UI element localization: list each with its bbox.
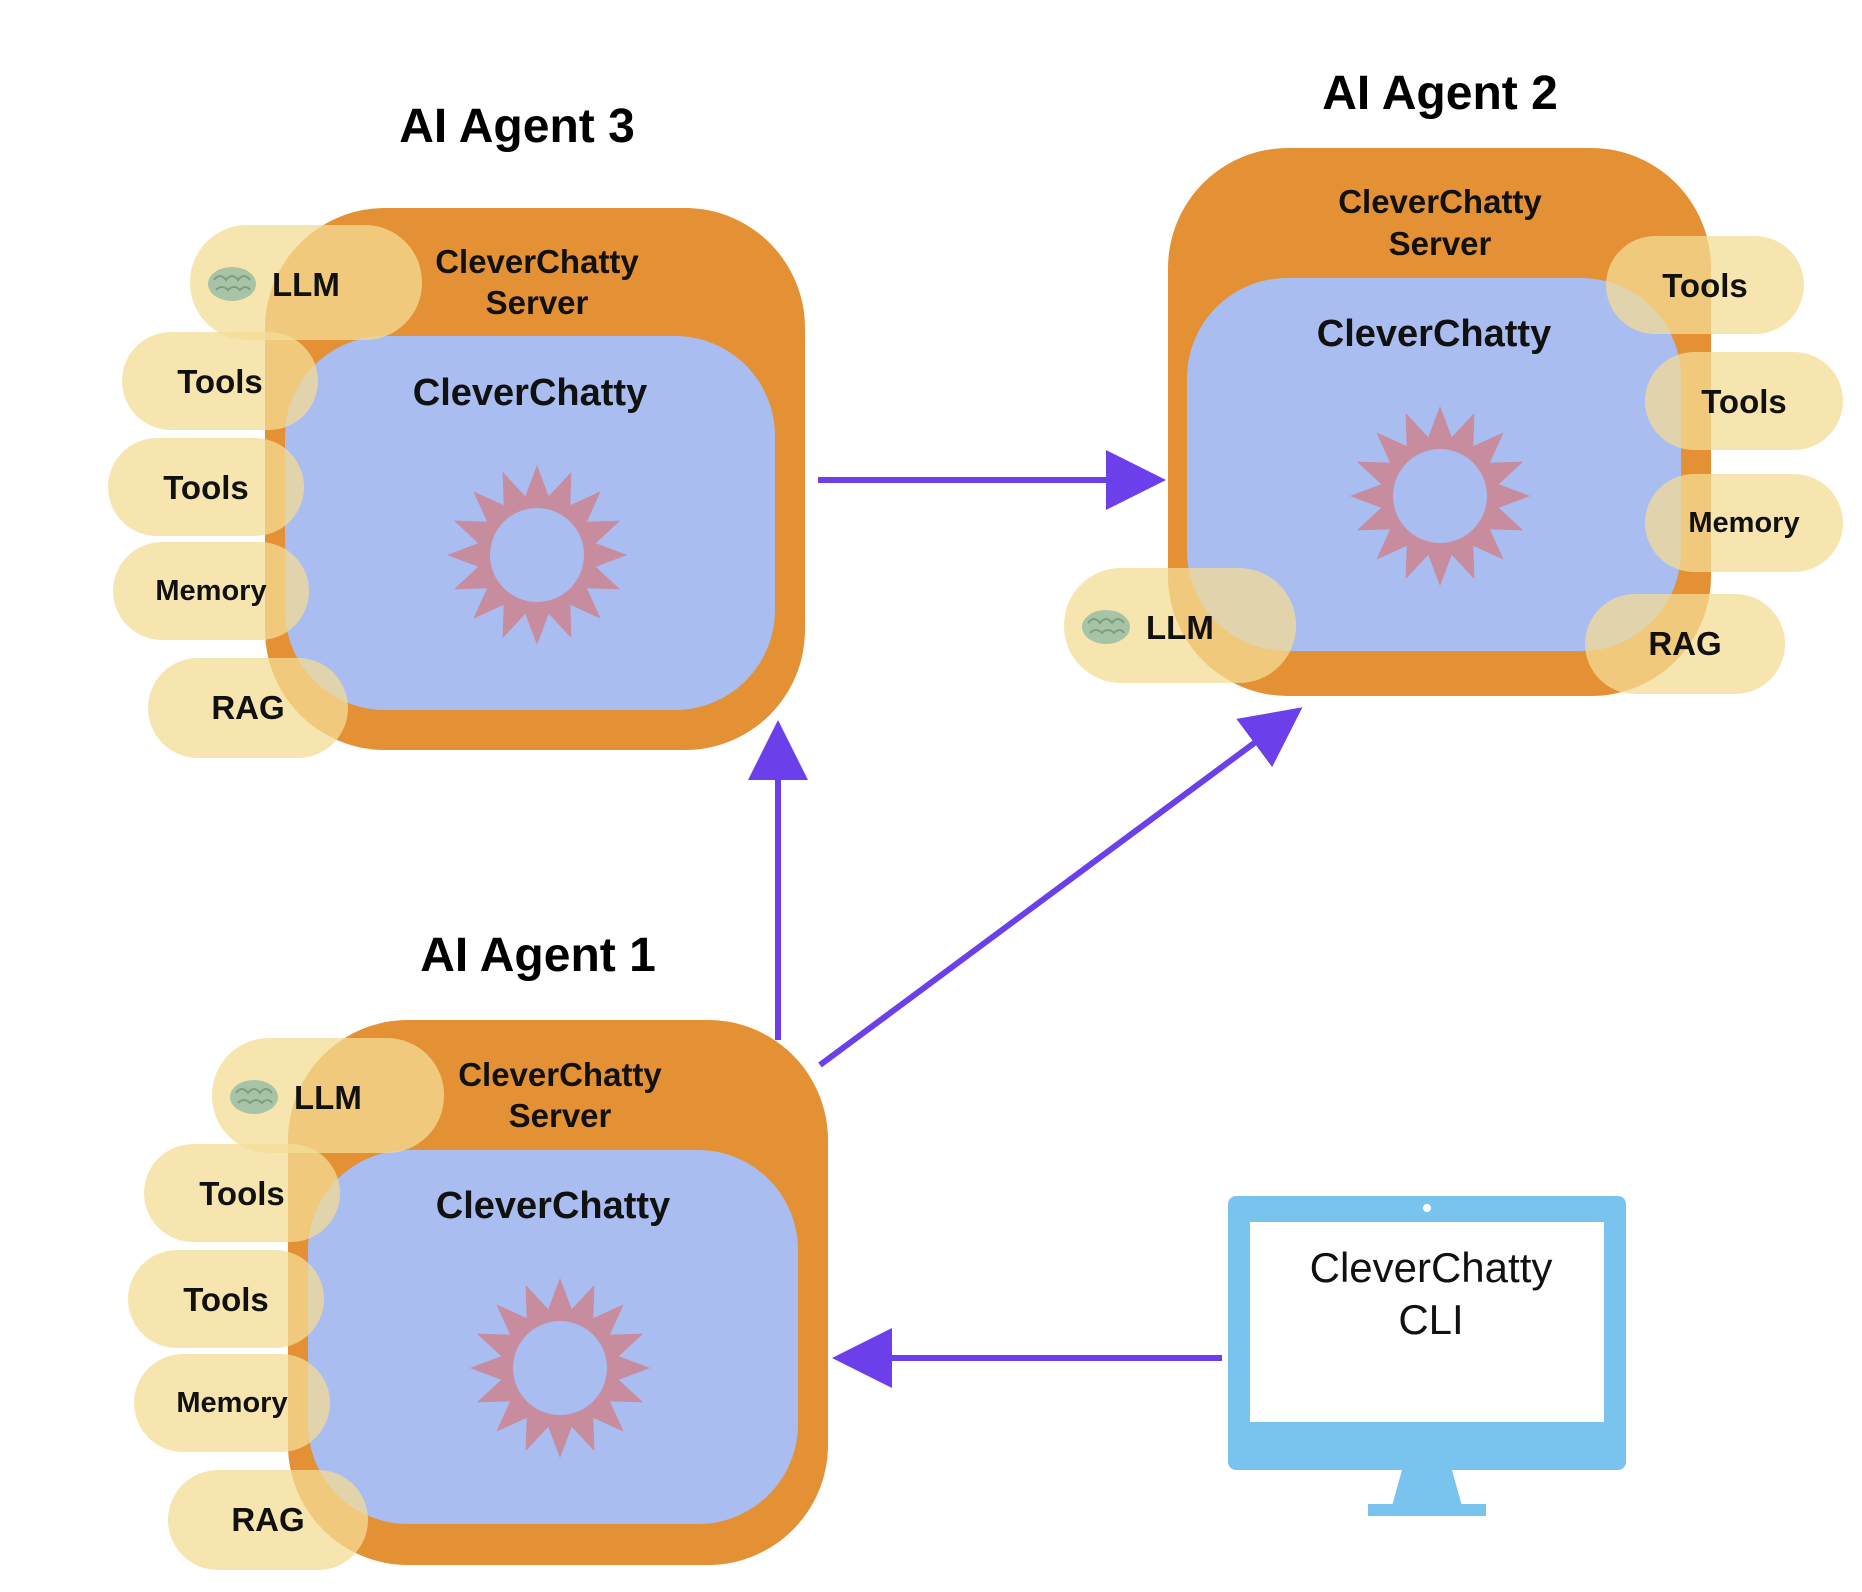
agent1-title: AI Agent 1 — [420, 929, 656, 982]
agent1-server-label-line1: CleverChatty — [458, 1056, 662, 1093]
sun-icon — [447, 465, 627, 645]
agent1-pill-memory: Memory — [134, 1354, 330, 1452]
agent3-pill-rag-label: RAG — [211, 689, 284, 726]
sun-icon — [470, 1278, 650, 1458]
connectors — [748, 450, 1303, 1388]
cli-label-line1: CleverChatty — [1310, 1244, 1553, 1291]
agent2-pill-tools-a-label: Tools — [1662, 267, 1748, 304]
brain-icon — [1081, 609, 1131, 645]
agent3-pill-rag: RAG — [148, 658, 348, 758]
agent1-server-label-line2: Server — [509, 1097, 612, 1134]
agent1-pill-memory-label: Memory — [176, 1387, 287, 1419]
agent3-pill-memory: Memory — [113, 542, 309, 640]
agent3-pill-llm: LLM — [190, 225, 422, 340]
agent2-pill-memory-label: Memory — [1688, 507, 1799, 539]
agent2-pill-tools-b-label: Tools — [1701, 383, 1787, 420]
agent3-core-label: CleverChatty — [413, 372, 647, 414]
agent2-pill-rag: RAG — [1585, 594, 1785, 694]
agent3-pill-tools-b-label: Tools — [163, 469, 249, 506]
agent1-pill-llm-label: LLM — [294, 1079, 362, 1116]
monitor-icon — [1228, 1196, 1626, 1516]
agent2-pill-tools-a: Tools — [1606, 236, 1804, 334]
agent1-pill-rag: RAG — [168, 1470, 368, 1570]
agent3-pill-llm-label: LLM — [272, 266, 340, 303]
agent1-pill-tools-b-label: Tools — [183, 1281, 269, 1318]
agent1-pill-tools-b: Tools — [128, 1250, 324, 1348]
arrow-agent1-to-agent2 — [818, 707, 1303, 1068]
agent2-server-label-line2: Server — [1389, 225, 1492, 262]
agent1: AI Agent 1 CleverChatty Server CleverCha… — [128, 929, 828, 1570]
agent3-pill-tools-a: Tools — [122, 332, 318, 430]
agent2-pill-llm: LLM — [1064, 568, 1296, 683]
agent3-server-label-line1: CleverChatty — [435, 243, 639, 280]
agent3-server-label-line2: Server — [486, 284, 589, 321]
sun-icon — [1350, 406, 1530, 586]
brain-icon — [229, 1079, 279, 1115]
agent2-server-label-line1: CleverChatty — [1338, 183, 1542, 220]
cli-label-line2: CLI — [1398, 1296, 1463, 1343]
agent2-title: AI Agent 2 — [1322, 67, 1558, 120]
agent1-core-label: CleverChatty — [436, 1185, 670, 1227]
agent2-pill-memory: Memory — [1645, 474, 1843, 572]
agent2-pill-rag-label: RAG — [1648, 625, 1721, 662]
cli-monitor: CleverChatty CLI — [1228, 1196, 1626, 1516]
brain-icon — [207, 266, 257, 302]
agent1-pill-rag-label: RAG — [231, 1501, 304, 1538]
agent2-core-label: CleverChatty — [1317, 313, 1551, 355]
agent3-title: AI Agent 3 — [399, 100, 635, 153]
agent3-pill-memory-label: Memory — [155, 575, 266, 607]
agent1-pill-tools-a-label: Tools — [199, 1175, 285, 1212]
agent3: AI Agent 3 CleverChatty Server CleverCha… — [108, 100, 805, 758]
agent2-pill-llm-label: LLM — [1146, 609, 1214, 646]
agent3-pill-tools-b: Tools — [108, 438, 304, 536]
agent2: AI Agent 2 CleverChatty Server CleverCha… — [1064, 67, 1843, 696]
agent1-pill-llm: LLM — [212, 1038, 444, 1153]
agent2-pill-tools-b: Tools — [1645, 352, 1843, 450]
agent3-pill-tools-a-label: Tools — [177, 363, 263, 400]
agent1-pill-tools-a: Tools — [144, 1144, 340, 1242]
